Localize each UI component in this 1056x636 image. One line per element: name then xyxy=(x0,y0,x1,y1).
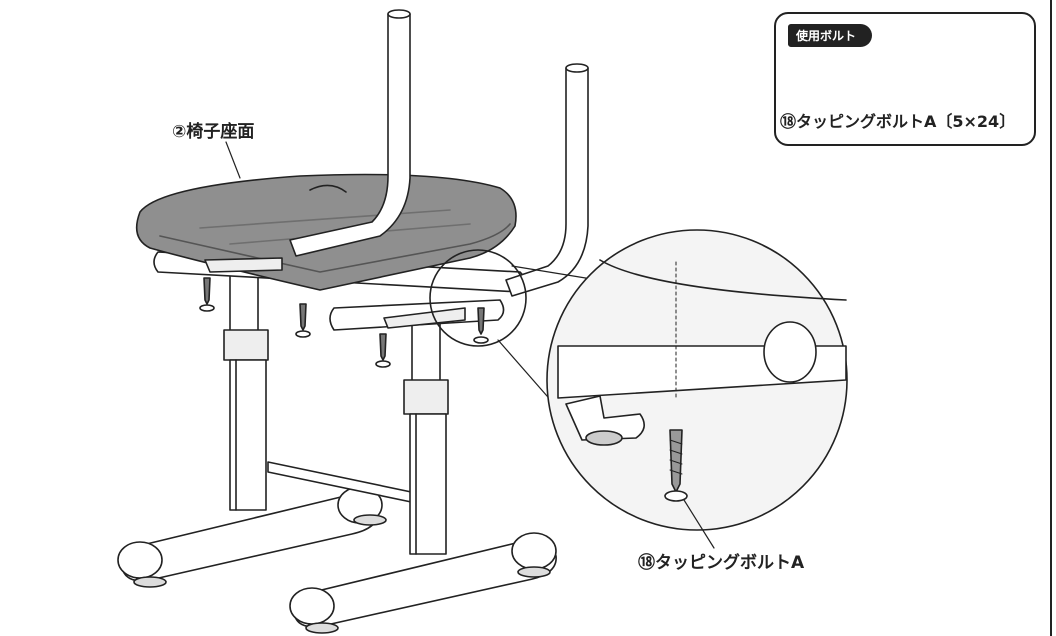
bracket-front-left xyxy=(204,257,283,273)
base-foot-left xyxy=(117,486,387,588)
leg-right xyxy=(403,317,449,555)
screw-3 xyxy=(375,333,391,368)
seat-leader-line xyxy=(225,141,241,179)
screw-leader-line xyxy=(683,499,715,549)
bracket-back-right xyxy=(383,307,466,329)
base-foot-right xyxy=(289,532,557,634)
bolt-badge: 使用ボルト xyxy=(788,24,873,47)
screw-label: ⑱タッピングボルトA xyxy=(638,553,805,573)
bolt-info-box: 使用ボルト ⑱タッピングボルトA〔5×24〕 xyxy=(774,12,1036,146)
backrest-tube-right xyxy=(505,67,589,297)
leg-left xyxy=(223,261,269,511)
backrest-tube-left xyxy=(289,13,411,257)
magnified-detail xyxy=(546,229,848,531)
screw-4 xyxy=(473,307,489,344)
screw-2 xyxy=(295,303,311,338)
detail-source-circle xyxy=(429,249,527,347)
page-edge xyxy=(1050,0,1056,636)
screw-1 xyxy=(199,277,215,312)
seat-label: ②椅子座面 xyxy=(172,122,255,142)
bolt-caption: ⑱タッピングボルトA〔5×24〕 xyxy=(780,112,1016,131)
